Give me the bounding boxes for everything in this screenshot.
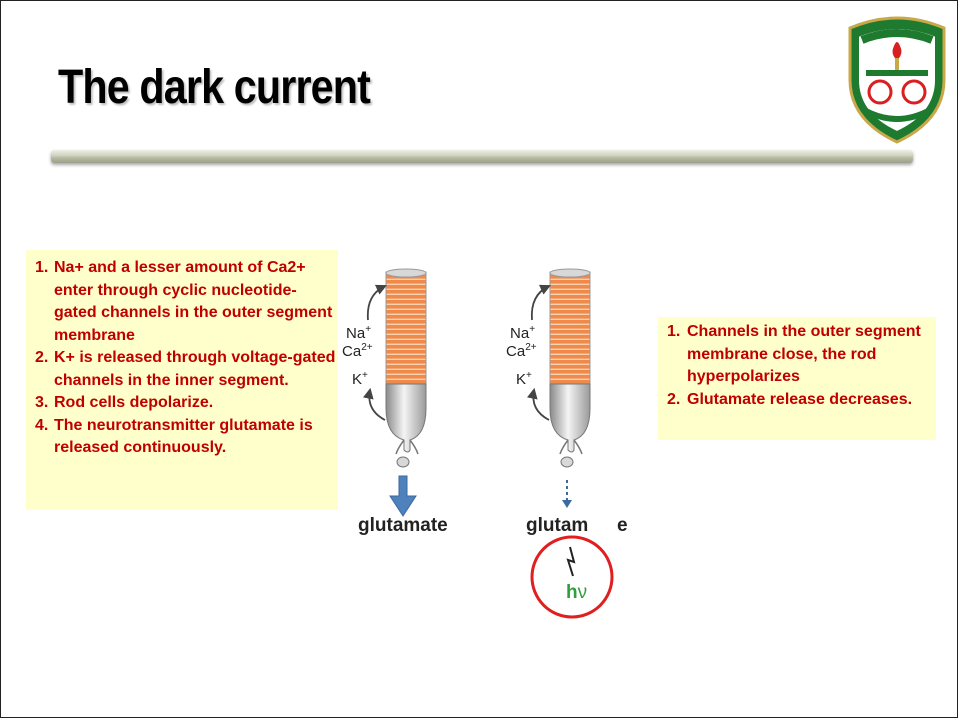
na-influx-arrow <box>530 284 551 321</box>
glutamate-release-arrow <box>389 475 417 517</box>
na-influx-arrow <box>366 284 387 321</box>
k-ion-label: K <box>516 371 526 388</box>
k-efflux-arrow <box>527 387 550 421</box>
glutamate-label-reduced: glutam <box>526 515 588 536</box>
svg-text:K+: K+ <box>516 370 532 388</box>
svg-text:Na+: Na+ <box>510 324 535 342</box>
svg-text:e: e <box>617 515 628 536</box>
k-ion-label: K <box>352 371 362 388</box>
list-item: 2.K+ is released through voltage-gated c… <box>35 349 336 389</box>
na-ion-label: Na <box>510 325 530 342</box>
light-rod-cell: Na+ Ca2+ K+ glutam e hν <box>506 268 628 619</box>
na-ion-label: Na <box>346 325 366 342</box>
list-item: 2.Glutamate release decreases. <box>667 390 913 408</box>
dark-outer-segment <box>385 271 427 385</box>
list-item: 1.Na+ and a lesser amount of Ca2+ enter … <box>35 259 333 344</box>
list-item: 3.Rod cells depolarize. <box>35 394 214 411</box>
light-state-note: 1.Channels in the outer segment membrane… <box>658 317 936 440</box>
photon-label: hν <box>566 582 587 603</box>
lightning-bolt-icon <box>566 546 576 577</box>
title-underline-bar <box>51 150 913 163</box>
light-outer-segment <box>549 271 591 385</box>
dark-inner-segment <box>385 383 427 453</box>
svg-text:Ca2+: Ca2+ <box>342 342 373 360</box>
light-inner-segment <box>549 383 591 453</box>
light-stimulus-circle <box>530 535 614 619</box>
list-item: 4.The neurotransmitter glutamate is rele… <box>35 416 313 457</box>
k-efflux-arrow <box>363 387 386 421</box>
university-crest-icon <box>848 16 946 144</box>
slide-title: The dark current <box>58 61 371 114</box>
rod-cell-diagram: Na+ Ca2+ K+ glutamate Na+ Ca2+ K+ glutam… <box>342 268 628 619</box>
svg-text:K+: K+ <box>352 370 368 388</box>
ca-ion-label: Ca <box>342 343 362 360</box>
dark-state-note: 1.Na+ and a lesser amount of Ca2+ enter … <box>26 250 338 510</box>
list-item: 1.Channels in the outer segment membrane… <box>667 323 921 385</box>
glutamate-label: glutamate <box>358 515 448 536</box>
svg-text:Na+: Na+ <box>346 324 371 342</box>
ca-ion-label: Ca <box>506 343 526 360</box>
dark-rod-cell: Na+ Ca2+ K+ glutamate <box>342 268 448 536</box>
svg-text:Ca2+: Ca2+ <box>506 342 537 360</box>
